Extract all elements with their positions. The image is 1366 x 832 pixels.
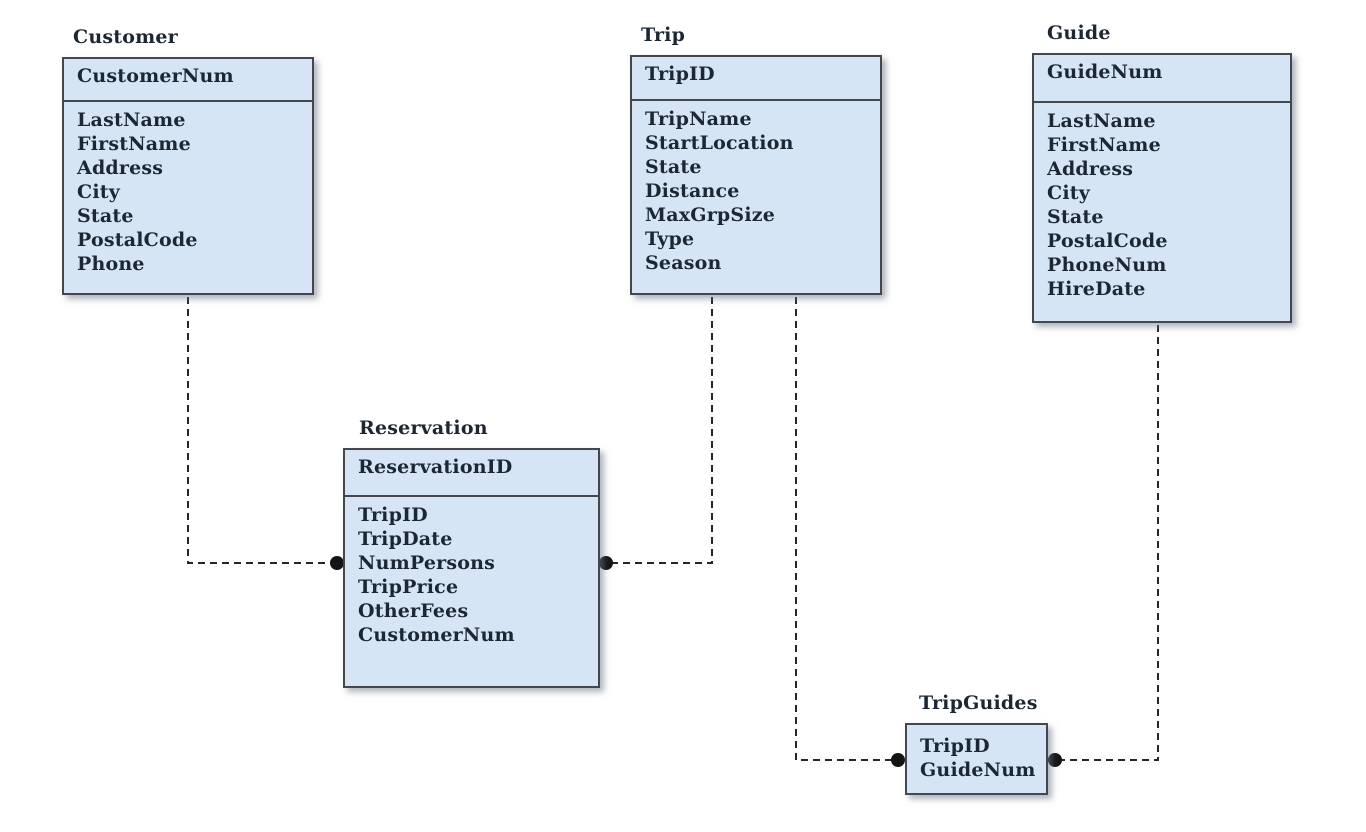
attribute: TripID [920,735,990,757]
primary-key-customer: CustomerNum [64,59,312,102]
primary-key-guide: GuideNum [1034,55,1290,103]
entity-title-trip: Trip [641,24,686,46]
entity-title-customer: Customer [73,26,178,48]
attribute: FirstName [77,133,191,155]
attribute: Address [1047,158,1134,180]
attribute: City [1047,182,1090,204]
relationship-line-customer-reservation [187,297,333,564]
entity-guide: Guide GuideNum LastName FirstName Addres… [1032,22,1292,323]
attribute: State [1047,206,1104,228]
attribute: PostalCode [77,229,198,251]
attribute: TripID [358,504,428,526]
entity-trip: Trip TripID TripName StartLocation State… [630,24,882,295]
attribute: NumPersons [358,552,496,574]
attribute: MaxGrpSize [645,204,776,226]
primary-key-trip: TripID [632,57,880,101]
cardinality-dot-reservation-right [599,556,613,570]
entity-box-customer: CustomerNum LastName FirstName Address C… [62,57,314,295]
attribute: Address [77,157,164,179]
relationship-line-trip-tripguides [795,297,894,761]
attribute: LastName [1047,110,1156,132]
attribute: City [77,181,120,203]
entity-customer: Customer CustomerNum LastName FirstName … [62,26,314,295]
entity-box-reservation: ReservationID TripID TripDate NumPersons… [343,448,600,688]
attribute: PhoneNum [1047,254,1167,276]
attribute: PostalCode [1047,230,1168,252]
entity-box-tripguides: TripID GuideNum [905,723,1048,795]
entity-title-tripguides: TripGuides [919,692,1038,714]
primary-key-reservation: ReservationID [345,450,598,497]
cardinality-dot-tripguides-right [1048,753,1062,767]
entity-tripguides: TripGuides TripID GuideNum [905,692,1048,795]
relationship-line-guide-tripguides [1060,325,1159,761]
attribute: Distance [645,180,740,202]
attribute: OtherFees [358,600,469,622]
entity-title-reservation: Reservation [359,417,488,439]
entity-title-guide: Guide [1047,22,1111,44]
entity-box-guide: GuideNum LastName FirstName Address City… [1032,53,1292,323]
attribute: TripName [645,108,752,130]
attribute: Phone [77,253,145,275]
attribute: Season [645,252,722,274]
attribute: LastName [77,109,186,131]
attribute: CustomerNum [358,624,515,646]
attribute: TripDate [358,528,453,550]
cardinality-dot-reservation-left [330,556,344,570]
entity-reservation: Reservation ReservationID TripID TripDat… [343,417,600,688]
attribute: TripPrice [358,576,459,598]
attribute: StartLocation [645,132,794,154]
attribute: HireDate [1047,278,1146,300]
entity-box-trip: TripID TripName StartLocation State Dist… [630,55,882,295]
attribute: FirstName [1047,134,1161,156]
attribute: GuideNum [920,759,1036,781]
attribute: State [645,156,702,178]
attribute: State [77,205,134,227]
cardinality-dot-tripguides-left [891,753,905,767]
attribute: Type [645,228,695,250]
relationship-line-trip-reservation [611,297,713,564]
